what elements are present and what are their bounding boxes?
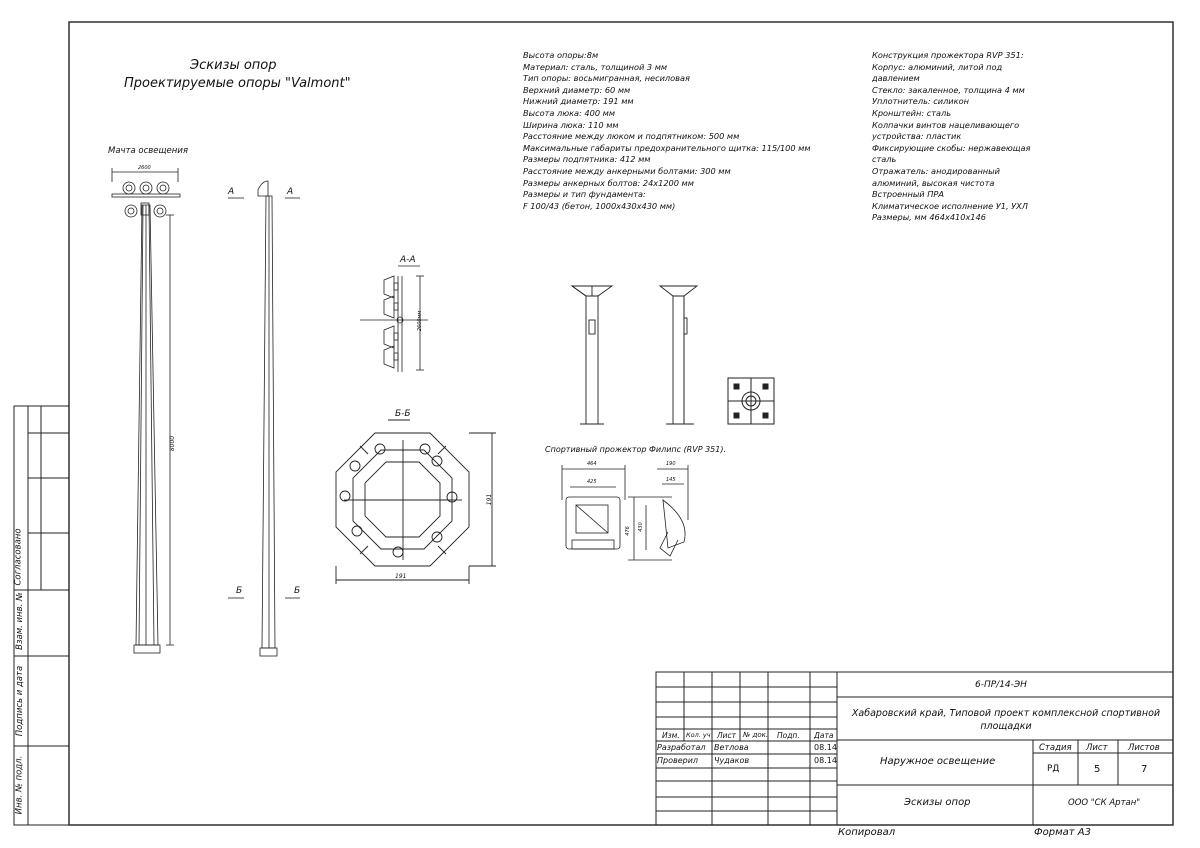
proj-depth-outer-label: 190: [666, 461, 676, 467]
header-list: Лист: [717, 731, 737, 740]
proj-width-outer-label: 464: [587, 461, 597, 467]
projector-spec-line: давлением: [872, 73, 920, 84]
sheet-value: 5: [1094, 764, 1101, 775]
header-doc: № док.: [743, 731, 769, 739]
row-name: Ветлова: [714, 743, 749, 752]
projector-spec-line: Климатическое исполнение У1, УХЛ: [872, 200, 1028, 211]
stamp-sign-date: Подпись и дата: [15, 665, 26, 737]
mast-height-label: 8000: [169, 435, 177, 452]
stage-label: Стадия: [1039, 743, 1072, 753]
pole-side-view: [228, 180, 300, 657]
mast-elevation: [111, 168, 181, 654]
pole-spec-line: Высота опоры:8м: [523, 50, 599, 60]
pole-spec-line: Материал: сталь, толщиной 3 мм: [523, 61, 668, 72]
title-block-lines: [655, 671, 1174, 826]
row-name: Чудаков: [714, 756, 750, 765]
section-bb: [335, 419, 496, 584]
pole-base-front: [570, 285, 614, 425]
proj-width-inner-label: 425: [587, 479, 597, 485]
row-date: 08.14: [814, 756, 837, 765]
pole-specs: Высота опоры:8м Материал: сталь, толщино…: [523, 50, 811, 212]
footer-copied: Копировал: [838, 827, 896, 838]
stamp-agreed: Согласовано: [13, 528, 24, 586]
projector-spec-line: алюминий, высокая чистота: [872, 177, 995, 188]
doc-code: 6-ПР/14-ЭН: [975, 680, 1027, 690]
projector-spec-line: Встроенный ПРА: [872, 189, 944, 200]
pole-spec-line: Тип опоры: восьмигранная, несиловая: [523, 73, 690, 84]
mast-caption: Мачта освещения: [108, 146, 188, 156]
projector-spec-line: Кронштейн: сталь: [872, 107, 952, 118]
section-mark-a-right: А: [287, 187, 294, 197]
pole-spec-line: Размеры и тип фундамента:: [523, 189, 646, 200]
section-mark-b-left: Б: [236, 586, 243, 596]
mast-top-width-label: 2600: [138, 165, 151, 171]
projector-spec-line: Конструкция прожектора RVP 351:: [872, 50, 1024, 60]
row-role: Разработал: [657, 743, 706, 752]
section-aa: [360, 265, 428, 372]
section-mark-b-right: Б: [294, 586, 301, 596]
project-name: Хабаровский край, Типовой проект комплек…: [851, 708, 1161, 732]
projector-side: [628, 465, 689, 561]
company-name: ООО "СК Артан": [1068, 798, 1141, 808]
pole-spec-line: Расстояние между люком и подпятником: 50…: [523, 131, 740, 142]
pole-spec-line: Максимальные габариты предохранительного…: [523, 142, 811, 153]
header-kol: Кол. уч: [686, 731, 711, 739]
projector-front: [561, 465, 626, 550]
side-stamp-lines: [13, 405, 70, 826]
pole-spec-line: Размеры подпятника: 412 мм: [523, 154, 651, 165]
section-name: Наружное освещение: [880, 756, 996, 767]
pole-spec-line: Ширина люка: 110 мм: [523, 119, 619, 130]
projector-spec-line: сталь: [872, 154, 897, 165]
proj-height-outer-label: 476: [624, 526, 631, 536]
header-date: Дата: [814, 731, 834, 740]
stamp-inv-orig: Инв. № подл.: [14, 755, 25, 815]
projector-spec-line: Корпус: алюминий, литой под: [872, 61, 1003, 72]
pole-spec-line: Высота люка: 400 мм: [523, 107, 616, 118]
section-mark-a-left: А: [228, 187, 235, 197]
projector-spec-line: Отражатель: анодированный: [872, 165, 1000, 176]
projector-spec-line: Стекло: закаленное, толщина 4 мм: [872, 84, 1025, 95]
projector-spec-line: Фиксирующие скобы: нержавеющая: [872, 142, 1031, 153]
proj-depth-inner-label: 145: [666, 477, 676, 483]
projector-spec-line: Уплотнитель: силикон: [872, 96, 969, 107]
projector-spec-line: Колпачки винтов нацеливающего: [872, 119, 1020, 130]
row-date: 08.14: [814, 743, 837, 752]
projector-caption: Спортивный прожектор Филипс (RVP 351).: [545, 445, 727, 454]
projector-spec-line: Размеры, мм 464х410х146: [872, 212, 986, 223]
sheet-name: Эскизы опор: [904, 797, 971, 808]
header-sign: Подп.: [777, 731, 800, 740]
proj-height-inner-label: 430: [637, 522, 644, 532]
flange-height-label: 191: [486, 493, 494, 506]
base-plate-plan: [727, 377, 775, 425]
pole-spec-line: Верхний диаметр: 60 мм: [523, 84, 631, 95]
pole-spec-line: F 100/43 (бетон, 1000х430х430 мм): [523, 200, 676, 211]
pole-spec-line: Расстояние между анкерными болтами: 300 …: [523, 165, 731, 176]
section-bb-label: Б-Б: [395, 409, 411, 419]
flange-width-label: 191: [395, 573, 407, 580]
sheets-label: Листов: [1128, 743, 1160, 753]
pole-base-side: [658, 285, 699, 425]
section-aa-label: А-А: [400, 255, 416, 265]
sheet-title-line1: Эскизы опор: [190, 58, 277, 73]
projector-specs: Конструкция прожектора RVP 351: Корпус: …: [872, 50, 1030, 224]
sheet-label: Лист: [1086, 743, 1108, 753]
stamp-inv-sub: Взам. инв. №: [14, 592, 25, 650]
footer-format: Формат А3: [1034, 827, 1091, 838]
aa-height-label: 2600мм: [417, 310, 424, 332]
sheets-value: 7: [1141, 764, 1148, 775]
projector-spec-line: устройства: пластик: [872, 131, 962, 142]
pole-spec-line: Размеры анкерных болтов: 24х1200 мм: [523, 177, 694, 188]
pole-spec-line: Нижний диаметр: 191 мм: [523, 96, 634, 107]
header-izm: Изм.: [662, 731, 680, 740]
stage-value: РД: [1047, 764, 1060, 774]
row-role: Проверил: [657, 756, 699, 765]
sheet-title-line2: Проектируемые опоры "Valmont": [124, 76, 351, 91]
